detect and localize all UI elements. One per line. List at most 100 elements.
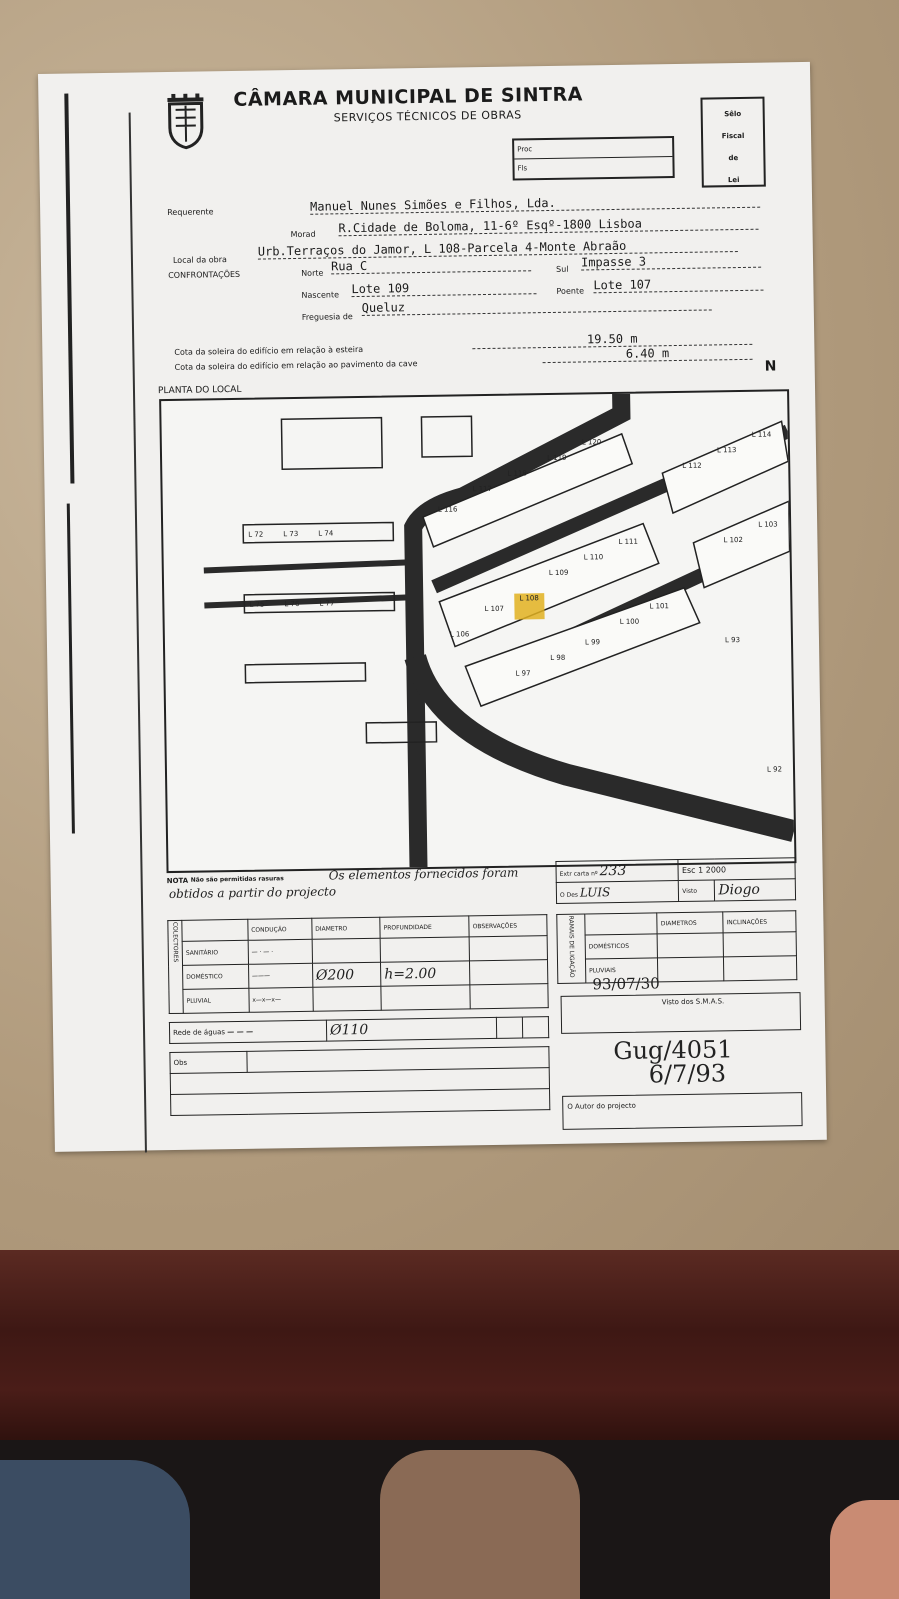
escala: Esc 1 2000 — [678, 857, 796, 881]
lot-label: L 99 — [585, 638, 600, 646]
foot — [830, 1500, 899, 1599]
wooden-table-edge — [0, 1250, 899, 1450]
agua-line: — — — — [227, 1027, 254, 1037]
morada-value: R.Cidade de Boloma, 11-6º Esqº-1800 Lisb… — [338, 214, 759, 237]
cota2-value: 6.40 m — [542, 344, 753, 364]
drain-header: OBSERVAÇÕES — [468, 914, 548, 937]
norte-label: Norte — [301, 268, 324, 278]
sul-label: Sul — [556, 264, 569, 274]
requerente-value: Manuel Nunes Simões e Filhos, Lda. — [310, 192, 761, 215]
drain-row-name: DOMÉSTICO — [182, 964, 249, 990]
lot-label: L 117 — [473, 485, 493, 493]
drain-diameter: Ø200 — [312, 962, 381, 988]
shoe — [380, 1450, 580, 1599]
lot-label: L 113 — [717, 446, 737, 454]
local-label: Local da obra — [172, 255, 227, 265]
jeans — [0, 1460, 190, 1599]
obs-label: Obs — [169, 1051, 248, 1074]
drain-row-name: PLUVIAL — [182, 988, 249, 1014]
freguesia-label: Freguesia de — [301, 312, 353, 322]
lot-label: L 112 — [682, 462, 702, 470]
selo-text: Lei — [727, 175, 740, 185]
freguesia-value: Queluz — [361, 295, 712, 316]
obs-table: Obs — [169, 1046, 550, 1116]
nota-handwritten: Os elementos fornecidos foram obtidos a … — [168, 865, 519, 902]
lot-label: L 76 — [284, 600, 300, 608]
visto-signature: Diogo — [714, 878, 796, 901]
autor-box: O Autor do projecto — [562, 1092, 803, 1130]
drain-header: PROFUNDIDADE — [379, 915, 470, 939]
drain-side-label: COLECTORES — [167, 920, 184, 1014]
margin-mark — [66, 503, 75, 834]
des-value: LUIS — [579, 885, 611, 900]
selo-text: Sêlo — [724, 109, 742, 119]
lot-label: L 75 — [249, 601, 264, 609]
poente-value: Lote 107 — [593, 275, 764, 294]
map-label: PLANTA DO LOCAL — [157, 384, 242, 397]
lot-label: L 93 — [725, 636, 740, 644]
lot-label: L 118 — [507, 469, 527, 477]
lot-label: L 111 — [618, 538, 638, 546]
visto-label: Visto — [678, 879, 716, 902]
agua-label: Rede de águas — [173, 1028, 226, 1037]
lot-label: L 92 — [767, 765, 782, 773]
stamp-date: 6/7/93 — [648, 1059, 727, 1089]
drain-header: DIAMETRO — [311, 917, 381, 940]
cota1-label: Cota da soleira do edifício em relação à… — [174, 344, 364, 357]
drain-row-line: x—x—x— — [248, 987, 314, 1013]
lot-label: L 100 — [620, 618, 640, 626]
lot-label: L 109 — [549, 569, 569, 577]
lot-label: L 103 — [758, 520, 778, 528]
lot-label: L 106 — [450, 630, 470, 638]
lot-label: L 72 — [248, 531, 263, 539]
lot-label: L 102 — [723, 536, 743, 544]
ramal-side-label: RAMAIS DE LIGAÇÃO — [556, 914, 586, 984]
lot-label: L 73 — [283, 530, 298, 538]
highlighted-lot — [514, 593, 545, 620]
confrontacoes-label: CONFRONTAÇÕES — [168, 269, 241, 280]
drain-header: CONDUÇÃO — [247, 918, 312, 941]
lot-label: L 107 — [484, 605, 504, 613]
ramal-header: DIAMETROS — [657, 911, 724, 934]
lot-label: L 98 — [550, 654, 565, 662]
selo-text: de — [728, 154, 739, 163]
cota2-label: Cota da soleira do edifício em relação a… — [174, 359, 418, 372]
fiscal-stamp-box: Sêlo Fiscal de Lei — [700, 96, 766, 188]
north-arrow: N — [764, 358, 777, 375]
process-box: Proc Fls — [512, 136, 675, 181]
lot-label: L 101 — [649, 602, 669, 610]
smas-label: Visto dos S.M.A.S. — [661, 997, 725, 1007]
lot-label: L 116 — [438, 505, 458, 513]
lot-label: L 110 — [584, 553, 604, 561]
poente-label: Poente — [556, 286, 585, 296]
site-plan-drawing: L 120 L 119 L 118 L 117 L 116 L 111 L 110 L 109… — [203, 393, 797, 868]
site-plan-map: L 120 L 119 L 118 L 117 L 116 L 111 L 110 L 109… — [159, 389, 797, 874]
margin-line — [128, 112, 147, 1153]
fls-field: Fls — [517, 164, 528, 173]
ramal-row: DOMÉSTICOS — [585, 933, 658, 960]
drain-row-line: — · — · — [247, 939, 313, 965]
selo-text: Fiscal — [721, 131, 745, 141]
drain-depth: h=2.00 — [380, 960, 471, 987]
page-subtitle: SERVIÇOS TÉCNICOS DE OBRAS — [333, 108, 522, 125]
morada-label: Morad — [290, 229, 316, 240]
proc-field: Proc — [514, 138, 673, 160]
nascente-value: Lote 109 — [351, 279, 537, 298]
autor-label: O Autor do projecto — [567, 1101, 636, 1111]
drain-row-line: ——— — [248, 963, 313, 989]
page-title: CÂMARA MUNICIPAL DE SINTRA — [233, 83, 584, 111]
requerente-label: Requerente — [167, 207, 214, 217]
lot-label: L 120 — [582, 438, 602, 446]
date-handwritten: 93/07/30 — [592, 974, 660, 994]
lot-label: L 119 — [547, 454, 567, 462]
agua-diameter: Ø110 — [326, 1017, 497, 1042]
coat-of-arms-icon — [167, 93, 204, 150]
water-table: Rede de águas — — — Ø110 — [169, 1016, 549, 1044]
lot-label: L 108 — [519, 594, 539, 602]
lot-label: L 114 — [752, 431, 772, 439]
norte-value: Rua C — [330, 256, 532, 275]
ramal-header: INCLINAÇÕES — [722, 910, 797, 933]
